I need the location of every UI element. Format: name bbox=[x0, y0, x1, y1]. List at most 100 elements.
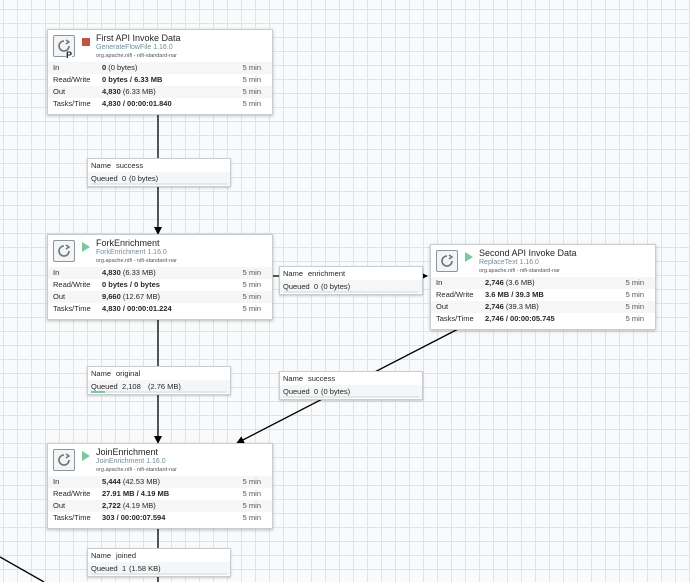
queued-label: Queued bbox=[91, 564, 118, 573]
running-status-icon bbox=[82, 242, 90, 252]
stat-label: Read/Write bbox=[53, 280, 91, 289]
queue-progress-bar bbox=[283, 396, 419, 398]
connection-name: joined bbox=[116, 551, 137, 560]
stat-value-main: 0 bbox=[102, 63, 107, 72]
queue-progress-bar bbox=[91, 573, 227, 575]
stat-value-main: 2,746 / 00:00:05.745 bbox=[485, 314, 555, 323]
stat-window: 5 min bbox=[242, 63, 261, 72]
processor-bundle: org.apache.nifi - nifi-standard-nar bbox=[479, 268, 561, 274]
stat-window: 5 min bbox=[242, 268, 261, 277]
stat-value-extra: (0 bytes) bbox=[106, 63, 138, 72]
stat-value-extra: (39.3 MB) bbox=[503, 302, 539, 311]
stat-value-main: 4,830 bbox=[102, 87, 121, 96]
connection-name-label: Name bbox=[91, 161, 112, 170]
connection-name-label: Name bbox=[91, 369, 112, 378]
processor-name: First API Invoke Data bbox=[96, 33, 181, 43]
stat-label: Tasks/Time bbox=[53, 513, 91, 522]
connection-name: success bbox=[116, 161, 144, 170]
queue-progress-bar bbox=[91, 183, 227, 185]
queued-count: 0 bbox=[314, 282, 319, 291]
connection-label-success-1[interactable]: Name success Queued 0(0 bytes) bbox=[87, 158, 231, 187]
processor-fork-enrichment[interactable]: ForkEnrichment ForkEnrichment 1.16.0 org… bbox=[47, 234, 273, 320]
connection-name: original bbox=[116, 369, 141, 378]
running-status-icon bbox=[465, 252, 473, 262]
stat-row-read-write: Read/Write 0 bytes / 0 bytes 5 min bbox=[48, 279, 272, 291]
stat-window: 5 min bbox=[242, 99, 261, 108]
stat-row-tasks-time: Tasks/Time 4,830 / 00:00:01.224 5 min bbox=[48, 303, 272, 315]
connection-name-label: Name bbox=[283, 374, 304, 383]
stat-value: 0 (0 bytes) bbox=[102, 62, 137, 74]
stat-value-main: 2,746 bbox=[485, 278, 504, 287]
stat-window: 5 min bbox=[625, 302, 644, 311]
connection-name: enrichment bbox=[308, 269, 346, 278]
stat-window: 5 min bbox=[242, 280, 261, 289]
stat-window: 5 min bbox=[242, 477, 261, 486]
processor-bundle: org.apache.nifi - nifi-standard-nar bbox=[96, 53, 178, 59]
stat-value-main: 3.6 MB / 39.3 MB bbox=[485, 290, 544, 299]
stat-value: 27.91 MB / 4.19 MB bbox=[102, 488, 169, 500]
stat-window: 5 min bbox=[242, 501, 261, 510]
stat-label: In bbox=[436, 278, 443, 287]
processor-icon bbox=[53, 449, 75, 471]
stat-label: Tasks/Time bbox=[53, 99, 91, 108]
stat-value: 2,746 (39.3 MB) bbox=[485, 301, 539, 313]
queued-size: (0 bytes) bbox=[129, 174, 159, 183]
processor-icon bbox=[53, 240, 75, 262]
stat-value: 0 bytes / 0 bytes bbox=[102, 279, 160, 291]
stat-value: 4,830 / 00:00:01.224 bbox=[102, 303, 172, 315]
processor-icon bbox=[436, 250, 458, 272]
processor-bundle: org.apache.nifi - nifi-standard-nar bbox=[96, 258, 178, 264]
stat-row-tasks-time: Tasks/Time 4,830 / 00:00:01.840 5 min bbox=[48, 98, 272, 110]
stat-window: 5 min bbox=[242, 489, 261, 498]
processor-first-api-invoke-data[interactable]: P First API Invoke Data GenerateFlowFile… bbox=[47, 29, 273, 115]
stat-window: 5 min bbox=[242, 304, 261, 313]
queued-label: Queued bbox=[91, 174, 118, 183]
stat-label: Tasks/Time bbox=[53, 304, 91, 313]
processor-icon: P bbox=[53, 35, 75, 60]
stat-window: 5 min bbox=[242, 513, 261, 522]
stat-value-main: 4,830 / 00:00:01.224 bbox=[102, 304, 172, 313]
stat-row-in: In 5,444 (42.53 MB) 5 min bbox=[48, 476, 272, 488]
processor-type: ForkEnrichment 1.16.0 bbox=[96, 249, 167, 256]
stat-window: 5 min bbox=[242, 292, 261, 301]
queue-progress-bar bbox=[91, 391, 227, 393]
stat-value-main: 5,444 bbox=[102, 477, 121, 486]
stat-value: 2,746 (3.6 MB) bbox=[485, 277, 535, 289]
stat-value-main: 303 / 00:00:07.594 bbox=[102, 513, 166, 522]
stat-value: 3.6 MB / 39.3 MB bbox=[485, 289, 544, 301]
processor-name: JoinEnrichment bbox=[96, 447, 159, 457]
stat-window: 5 min bbox=[625, 290, 644, 299]
queued-count: 0 bbox=[122, 174, 127, 183]
stat-label: Read/Write bbox=[53, 489, 91, 498]
stat-label: Read/Write bbox=[436, 290, 474, 299]
stat-value: 5,444 (42.53 MB) bbox=[102, 476, 160, 488]
connection-name-label: Name bbox=[283, 269, 304, 278]
stat-value: 9,660 (12.67 MB) bbox=[102, 291, 160, 303]
processor-join-enrichment[interactable]: JoinEnrichment JoinEnrichment 1.16.0 org… bbox=[47, 443, 273, 529]
stat-value-extra: (6.33 MB) bbox=[120, 268, 156, 277]
processor-header: Second API Invoke Data ReplaceText 1.16.… bbox=[431, 245, 655, 277]
stat-label: Out bbox=[53, 292, 66, 301]
stat-value: 4,830 / 00:00:01.840 bbox=[102, 98, 172, 110]
stat-value-main: 27.91 MB / 4.19 MB bbox=[102, 489, 170, 498]
stat-value-main: 0 bytes / 6.33 MB bbox=[102, 75, 163, 84]
queued-label: Queued bbox=[283, 282, 310, 291]
stat-value-main: 4,830 bbox=[102, 268, 121, 277]
processor-second-api-invoke-data[interactable]: Second API Invoke Data ReplaceText 1.16.… bbox=[430, 244, 656, 330]
stat-label: Out bbox=[53, 501, 66, 510]
stat-row-out: Out 9,660 (12.67 MB) 5 min bbox=[48, 291, 272, 303]
stat-value: 4,830 (6.33 MB) bbox=[102, 267, 156, 279]
stat-value-main: 9,660 bbox=[102, 292, 121, 301]
stat-window: 5 min bbox=[242, 75, 261, 84]
stat-label: In bbox=[53, 477, 60, 486]
